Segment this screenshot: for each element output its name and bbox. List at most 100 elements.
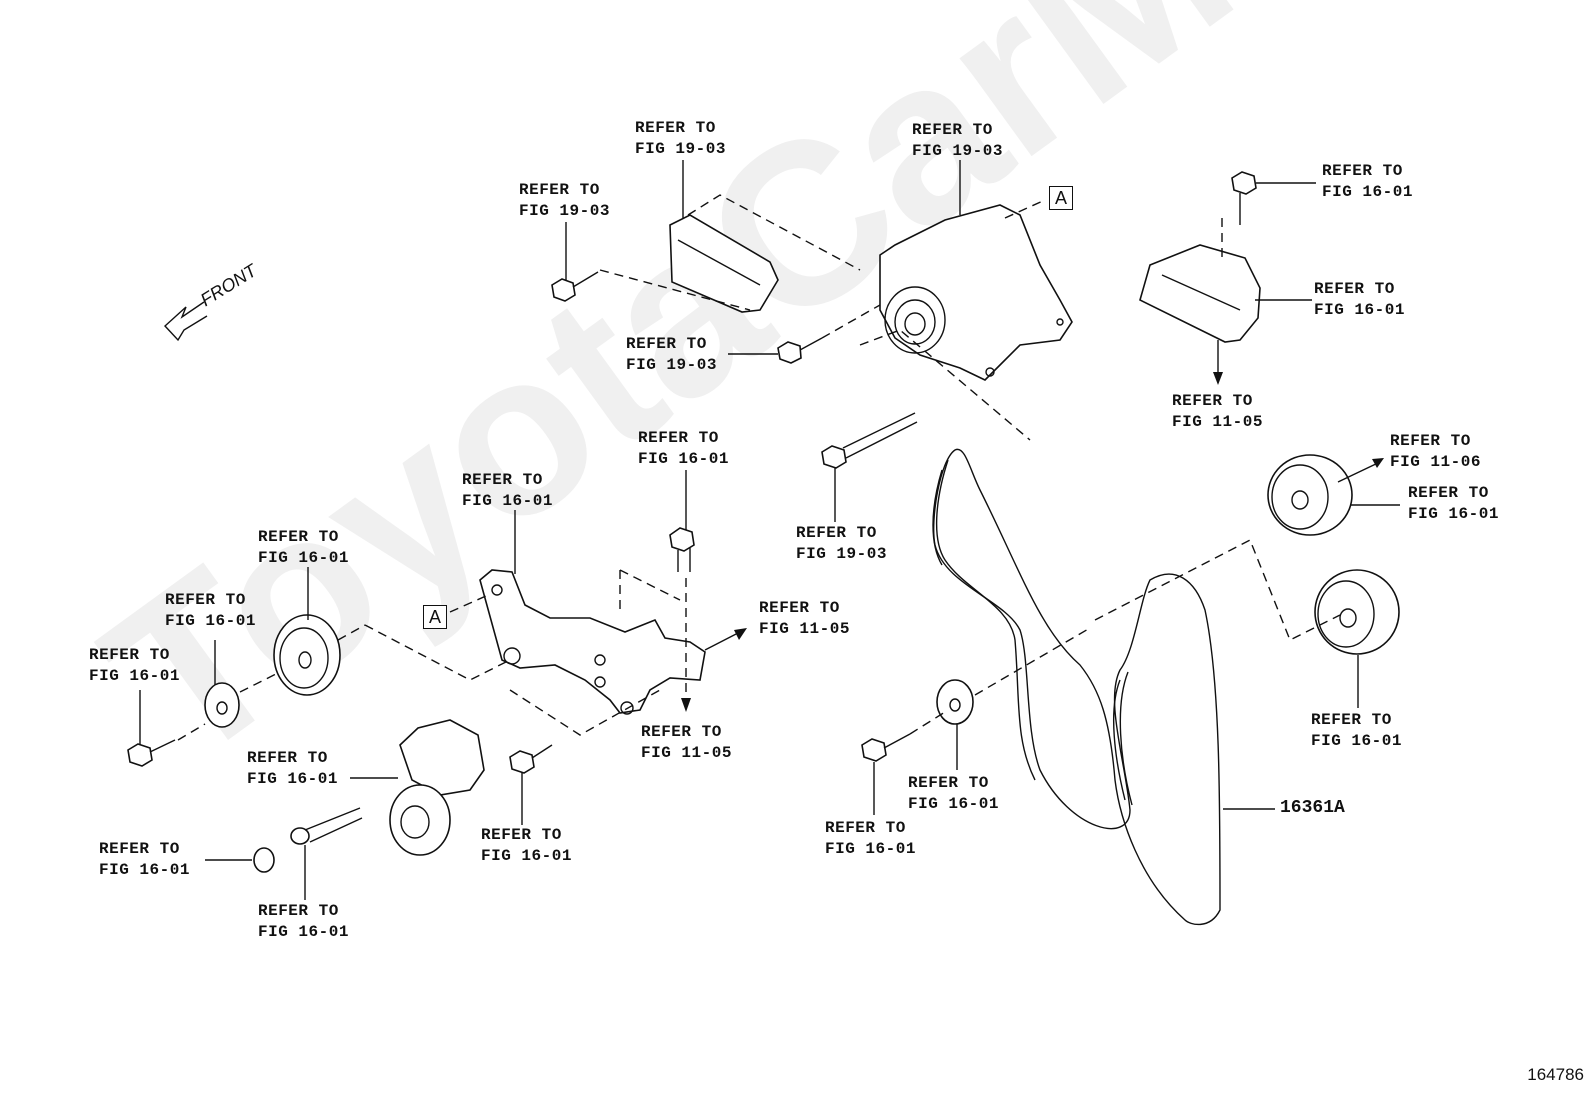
callout-line1: REFER TO xyxy=(1408,484,1489,502)
callout-line2[interactable]: FIG 11-05 xyxy=(759,620,850,638)
callout-line2[interactable]: FIG 19-03 xyxy=(626,356,717,374)
callout-line2[interactable]: FIG 16-01 xyxy=(462,492,553,510)
callout-line2[interactable]: FIG 16-01 xyxy=(258,923,349,941)
callout-alternator: REFER TO FIG 19-03 xyxy=(912,120,1003,162)
bolt[interactable] xyxy=(509,744,553,774)
callout-left-pulley: REFER TO FIG 16-01 xyxy=(258,527,349,569)
reference-marker-a: A xyxy=(423,605,447,629)
arrow-down-icon xyxy=(681,698,691,712)
tensioner-bracket[interactable] xyxy=(479,569,706,715)
leader-line xyxy=(1337,461,1381,483)
front-arrow-icon xyxy=(164,301,208,342)
callout-line2[interactable]: FIG 16-01 xyxy=(908,795,999,813)
callout-bracket-lower-bolt: REFER TO FIG 16-01 xyxy=(481,825,572,867)
callout-line2[interactable]: FIG 16-01 xyxy=(258,549,349,567)
callout-line1: REFER TO xyxy=(912,121,993,139)
bolt[interactable] xyxy=(127,739,176,767)
callout-pulley-arrow: REFER TO FIG 11-06 xyxy=(1390,431,1481,473)
leader-dashed xyxy=(619,569,681,610)
callout-line1: REFER TO xyxy=(258,528,339,546)
callout-line2[interactable]: FIG 16-01 xyxy=(89,667,180,685)
callout-lower-pulley: REFER TO FIG 16-01 xyxy=(1311,710,1402,752)
callout-line1: REFER TO xyxy=(462,471,543,489)
callout-line2[interactable]: FIG 16-01 xyxy=(638,450,729,468)
belt-cover[interactable] xyxy=(1139,244,1261,343)
callout-line2[interactable]: FIG 19-03 xyxy=(796,545,887,563)
callout-line1: REFER TO xyxy=(641,723,722,741)
callout-line2[interactable]: FIG 16-01 xyxy=(1314,301,1405,319)
callout-line2[interactable]: FIG 19-03 xyxy=(635,140,726,158)
tensioner-bolt[interactable] xyxy=(290,807,363,845)
callout-line2[interactable]: FIG 11-05 xyxy=(1172,413,1263,431)
callout-belt-cover: REFER TO FIG 16-01 xyxy=(1314,279,1405,321)
callout-line1: REFER TO xyxy=(626,335,707,353)
leader-dashed xyxy=(1094,539,1341,641)
callout-line2[interactable]: FIG 16-01 xyxy=(481,847,572,865)
callout-cover-bolt: REFER TO FIG 19-03 xyxy=(519,180,610,222)
callout-line2[interactable]: FIG 11-06 xyxy=(1390,453,1481,471)
callout-line2[interactable]: FIG 16-01 xyxy=(247,770,338,788)
arrow-icon xyxy=(734,628,747,640)
v-ribbed-belt[interactable] xyxy=(932,448,1221,926)
callout-line2[interactable]: FIG 19-03 xyxy=(519,202,610,220)
part-number-label[interactable]: 16361A xyxy=(1280,798,1345,818)
idler-pulley-left[interactable] xyxy=(273,614,341,696)
callout-line2[interactable]: FIG 16-01 xyxy=(1408,505,1499,523)
callout-line2[interactable]: FIG 16-01 xyxy=(1322,183,1413,201)
bolt[interactable] xyxy=(777,337,823,364)
callout-bracket-arrow-down: REFER TO FIG 11-05 xyxy=(641,722,732,764)
long-bolt[interactable] xyxy=(821,412,918,469)
callout-line1: REFER TO xyxy=(519,181,600,199)
reference-marker-a: A xyxy=(1049,186,1073,210)
figure-id: 164786 xyxy=(1527,1065,1584,1084)
bolt[interactable] xyxy=(669,527,695,572)
callout-line2[interactable]: FIG 16-01 xyxy=(825,840,916,858)
idler-pulley-lower[interactable] xyxy=(1314,569,1400,655)
callout-line1: REFER TO xyxy=(165,591,246,609)
leader-dashed xyxy=(1004,199,1046,219)
callout-line2[interactable]: FIG 16-01 xyxy=(1311,732,1402,750)
callout-left-washer: REFER TO FIG 16-01 xyxy=(165,590,256,632)
leader-dashed xyxy=(509,689,661,736)
idler-pulley-upper[interactable] xyxy=(1267,454,1353,536)
callout-bracket-arrow-right: REFER TO FIG 11-05 xyxy=(759,598,850,640)
leader-line xyxy=(704,631,741,651)
callout-line1: REFER TO xyxy=(825,819,906,837)
callout-line1: REFER TO xyxy=(258,902,339,920)
alternator[interactable] xyxy=(879,204,1073,381)
callout-line2[interactable]: FIG 16-01 xyxy=(165,612,256,630)
alternator-cover[interactable] xyxy=(669,214,779,313)
callout-tensioner-bolt: REFER TO FIG 16-01 xyxy=(258,901,349,943)
washer[interactable] xyxy=(204,682,240,728)
bolt[interactable] xyxy=(861,733,911,762)
cap[interactable] xyxy=(253,847,275,873)
arrow-down-icon xyxy=(1213,372,1223,385)
callout-alternator-cover: REFER TO FIG 19-03 xyxy=(635,118,726,160)
bolt[interactable] xyxy=(551,271,599,302)
callout-line1: REFER TO xyxy=(1390,432,1471,450)
callout-line1: REFER TO xyxy=(759,599,840,617)
arrow-icon xyxy=(1372,458,1384,468)
leader-dashed xyxy=(687,194,861,271)
callout-line1: REFER TO xyxy=(481,826,562,844)
callout-line1: REFER TO xyxy=(1172,392,1253,410)
callout-line1: REFER TO xyxy=(635,119,716,137)
leader-dashed xyxy=(859,329,1031,441)
callout-upper-pulley: REFER TO FIG 16-01 xyxy=(1408,483,1499,525)
bolt[interactable] xyxy=(1231,171,1257,225)
callout-line1: REFER TO xyxy=(1311,711,1392,729)
washer[interactable] xyxy=(936,679,974,725)
callout-alternator-bolt: REFER TO FIG 19-03 xyxy=(626,334,717,376)
callout-line2[interactable]: FIG 11-05 xyxy=(641,744,732,762)
callout-line2[interactable]: FIG 16-01 xyxy=(99,861,190,879)
callout-line2[interactable]: FIG 19-03 xyxy=(912,142,1003,160)
leader-dashed xyxy=(449,595,487,613)
callout-line1: REFER TO xyxy=(1314,280,1395,298)
belt-tensioner[interactable] xyxy=(389,719,485,856)
callout-cover-arrow: REFER TO FIG 11-05 xyxy=(1172,391,1263,433)
